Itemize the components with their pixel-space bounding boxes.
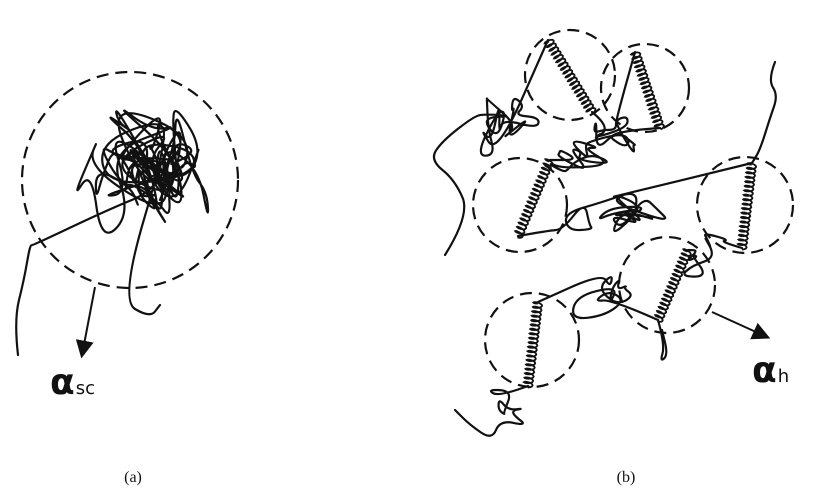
coil-strand	[752, 62, 776, 163]
coil-strand	[16, 111, 208, 355]
alpha-sc-label: αsc	[50, 362, 95, 403]
panel-a-caption: (a)	[124, 469, 142, 486]
helix-coil	[631, 52, 664, 129]
helix-coil	[545, 40, 596, 114]
coil-strand	[518, 163, 752, 236]
helix-coil	[524, 302, 542, 387]
panel-a: αsc (a)	[16, 72, 238, 486]
alpha-h-label: αh	[752, 350, 789, 391]
coil-strand	[434, 40, 548, 255]
helix-coil	[515, 159, 553, 238]
coil-strand	[538, 277, 658, 320]
coil-strand	[658, 320, 666, 360]
coil-radius-circle-a	[22, 72, 238, 288]
panel-b: αh (b)	[434, 30, 793, 486]
panel-b-caption: (b)	[617, 469, 636, 486]
coil-strand	[455, 386, 528, 436]
radius-arrow-a	[82, 287, 95, 355]
random-coil-chain	[16, 111, 208, 355]
radius-arrow-b	[712, 312, 767, 337]
helix-radius-circle	[619, 237, 715, 333]
polymer-chain-with-helices	[434, 40, 776, 436]
helix-coil	[655, 249, 691, 322]
helix-coil	[738, 163, 756, 249]
